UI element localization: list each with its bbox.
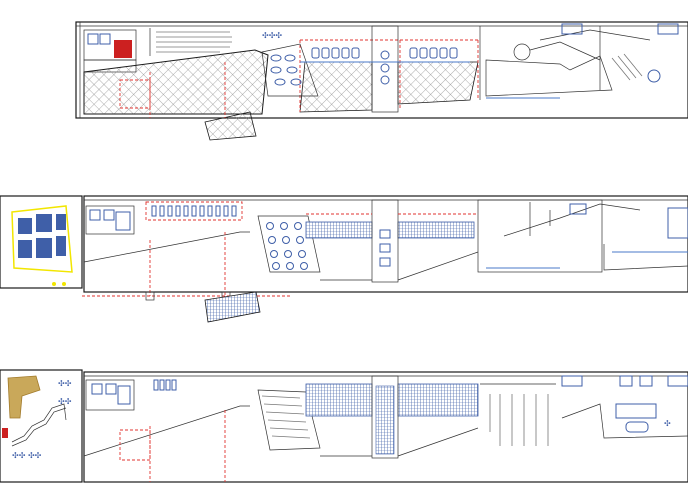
blue-stacks-icon xyxy=(305,383,479,417)
spiral-ramp-icon xyxy=(485,29,651,97)
reading-racks-icon xyxy=(561,23,679,83)
stair-ramp-icon: ✣✣ ✣✣ ✣✣ ✣✣ xyxy=(2,375,72,460)
stair-block-icon xyxy=(371,199,399,283)
elevator-core-icon xyxy=(371,25,399,113)
stair-block-icon xyxy=(371,375,399,459)
meeting-tables-icon xyxy=(311,47,458,59)
blue-stacks-icon xyxy=(305,221,475,239)
core-block-icon xyxy=(83,29,137,73)
core-block-icon xyxy=(85,205,135,235)
seating-rows-icon xyxy=(149,28,232,56)
round-tables-icon xyxy=(257,215,321,273)
book-racks-icon xyxy=(480,383,556,446)
toilet-block-icon: ✣ xyxy=(561,375,688,433)
svg-text:✣: ✣ xyxy=(664,419,671,428)
structural-gridlines xyxy=(119,39,479,118)
ramp-block-icon xyxy=(204,291,261,323)
hatched-slab-icon xyxy=(83,49,479,141)
auditorium-seating-icon xyxy=(11,205,73,286)
svg-text:✣✣: ✣✣ xyxy=(58,397,72,406)
locker-row-icon xyxy=(153,379,177,391)
svg-text:✣✣ ✣✣: ✣✣ ✣✣ xyxy=(12,451,42,460)
plan-lower-floor: ✣✣ ✣✣ ✣✣ ✣✣ xyxy=(0,369,688,483)
svg-text:✣✣: ✣✣ xyxy=(58,379,72,388)
locker-row-icon xyxy=(145,201,243,221)
plan-middle-floor xyxy=(0,195,688,323)
round-tables-icon: ✣✣✣ xyxy=(261,31,319,97)
structural-gridlines xyxy=(119,410,226,482)
exhibit-area-icon xyxy=(477,199,641,273)
seating-rows-icon xyxy=(257,389,321,451)
plan-upper-floor: ✣✣✣ xyxy=(75,21,688,141)
core-block-icon xyxy=(85,379,135,411)
svg-text:✣✣✣: ✣✣✣ xyxy=(262,31,282,40)
